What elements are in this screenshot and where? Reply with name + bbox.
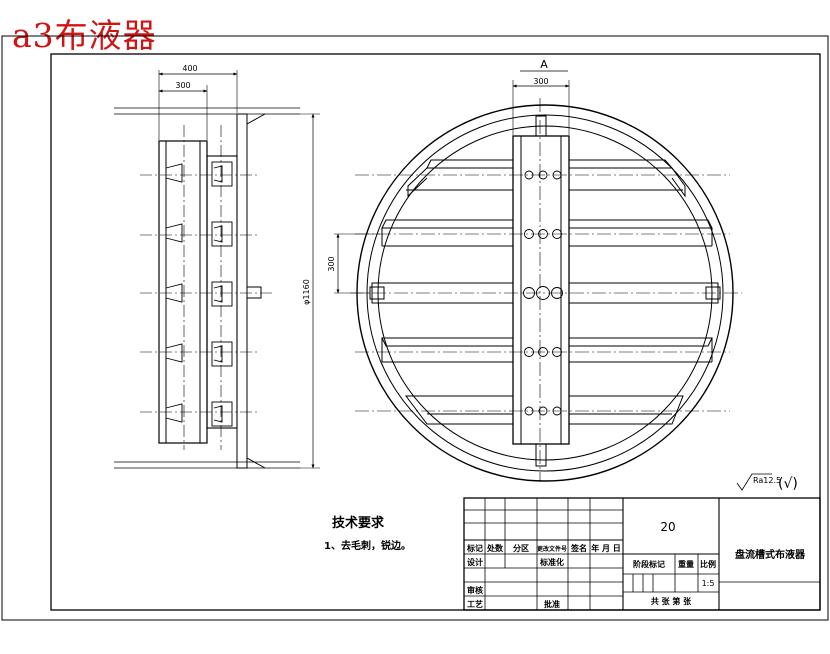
title-block-text: 20 盘流槽式布液器 标记 处数 分区 更改文件号 签名 年 月 日 设计 标准… [466, 520, 806, 609]
dim-diameter: φ1160 [302, 279, 311, 305]
roughness-symbol [736, 473, 772, 491]
tb-approve: 批准 [544, 599, 560, 609]
tb-stage-mark: 阶段标记 [633, 559, 665, 569]
section-mark-a: A [540, 58, 548, 71]
tb-scale-label: 比例 [700, 559, 716, 569]
side-view [114, 70, 320, 469]
tb-weight: 重量 [678, 559, 694, 569]
tb-number: 20 [660, 520, 675, 534]
roughness-check: (√) [778, 476, 798, 492]
outer-border [1, 35, 829, 621]
tb-scale-value: 1:5 [702, 579, 715, 588]
tb-header-mark: 标记 [466, 543, 483, 553]
dim-300-left: 300 [175, 81, 190, 90]
tb-drawing-name: 盘流槽式布液器 [735, 548, 806, 561]
tb-design: 设计 [467, 557, 483, 567]
tb-header-zone: 分区 [513, 543, 529, 553]
dim-300-pitch: 300 [327, 256, 336, 271]
tb-standard: 标准化 [539, 557, 564, 567]
tb-process: 工艺 [467, 599, 483, 609]
plan-view [334, 70, 742, 482]
tb-header-change: 更改文件号 [537, 545, 567, 553]
tech-item-1: 1、去毛刺，锐边。 [324, 539, 411, 552]
dim-300-top: 300 [533, 77, 548, 86]
title-block [463, 497, 821, 611]
tb-header-sign: 签名 [570, 543, 587, 553]
tb-header-count: 处数 [486, 543, 504, 553]
roughness-value: Ra12.5 [753, 476, 781, 485]
tech-heading: 技术要求 [332, 515, 385, 531]
dim-400: 400 [182, 64, 197, 73]
tb-header-date: 年 月 日 [591, 543, 621, 553]
tb-review: 审核 [467, 585, 483, 595]
inner-border [50, 53, 821, 611]
tb-sheets: 共 张 第 张 [651, 596, 692, 606]
